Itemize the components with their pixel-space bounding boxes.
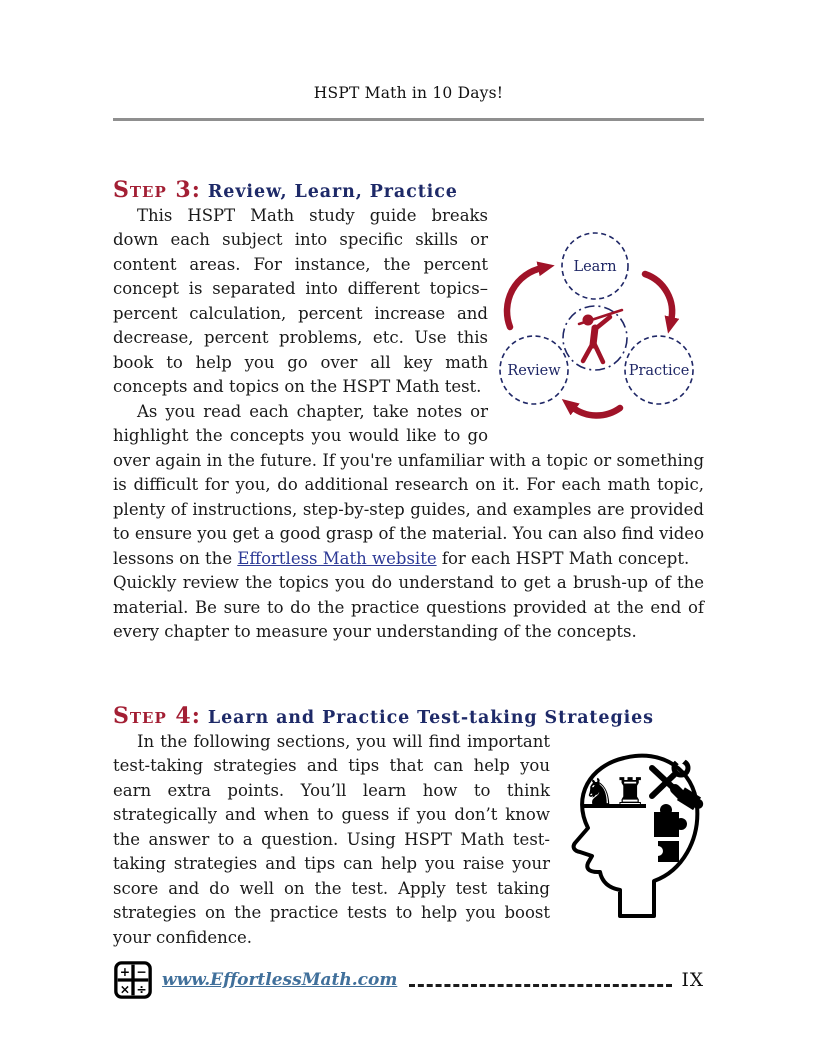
logo-divide-symbol: ÷ [136,982,146,996]
page-footer: + − × ÷ www.EffortlessMath.com IX [113,960,704,1000]
practice-circle [624,334,694,405]
step4-title: Learn and Practice Test-taking Strategie… [207,707,654,728]
golfer-icon [577,308,624,365]
dotted-leader [409,983,672,987]
cycle-diagram-svg: Learn Review Practice [499,231,694,419]
logo-plus-symbol: + [120,965,130,979]
cycle-arrow-review-to-learn [503,261,555,331]
learn-label: Learn [573,259,616,275]
practice-label: Practice [629,363,690,379]
running-head: HSPT Math in 10 Days! [313,84,504,102]
page-header: HSPT Math in 10 Days! [113,84,704,121]
review-label: Review [507,363,561,379]
strategy-head-illustration: ♞ ♜ [562,744,704,918]
step3-title: Review, Learn, Practice [207,182,458,202]
step3-label: Step 3: [113,177,201,203]
step4-heading: Step 4: Learn and Practice Test-taking St… [113,701,704,730]
step3-paragraph-1: This HSPT Math study guide breaks down e… [113,205,488,397]
cycle-arrow-practice-to-review [561,398,624,419]
step3-paragraph-3: Quickly review the topics you do underst… [113,573,704,642]
step3-paragraph-2: As you read each chapter, take notes or … [113,400,704,572]
step4-paragraph-1: In the following sections, you will find… [113,731,550,947]
footer-website-link[interactable]: www.EffortlessMath.com [162,970,398,990]
step3-section: Step 3: Review, Learn, Practice [113,175,704,645]
puzzle-icon [653,786,704,862]
review-circle [499,334,569,405]
calculator-logo-icon: + − × ÷ [114,961,152,999]
chess-pieces-icon: ♞ ♜ [583,770,647,814]
thinking-head-icon: ♞ ♜ [571,753,704,918]
crossed-tools-icon [649,753,691,802]
effortless-math-website-link[interactable]: Effortless Math website [237,548,437,568]
logo-multiply-symbol: × [120,982,130,996]
learn-review-practice-diagram: Learn Review Practice [498,224,704,426]
step4-label: Step 4: [113,702,201,729]
cycle-arrow-learn-to-practice [641,270,680,334]
step3-heading: Step 3: Review, Learn, Practice [113,175,704,204]
page-number: IX [681,969,704,991]
header-rule [113,118,704,121]
head-outline [571,753,700,918]
learn-circle [561,231,629,300]
step3-paragraph-2-before: As you read each chapter, take notes or … [113,401,704,568]
step3-paragraph-2-after: for each HSPT Math concept. [436,548,690,568]
step4-section: Step 4: Learn and Practice Test-taking St… [113,701,704,950]
logo-minus-symbol: − [136,965,146,979]
